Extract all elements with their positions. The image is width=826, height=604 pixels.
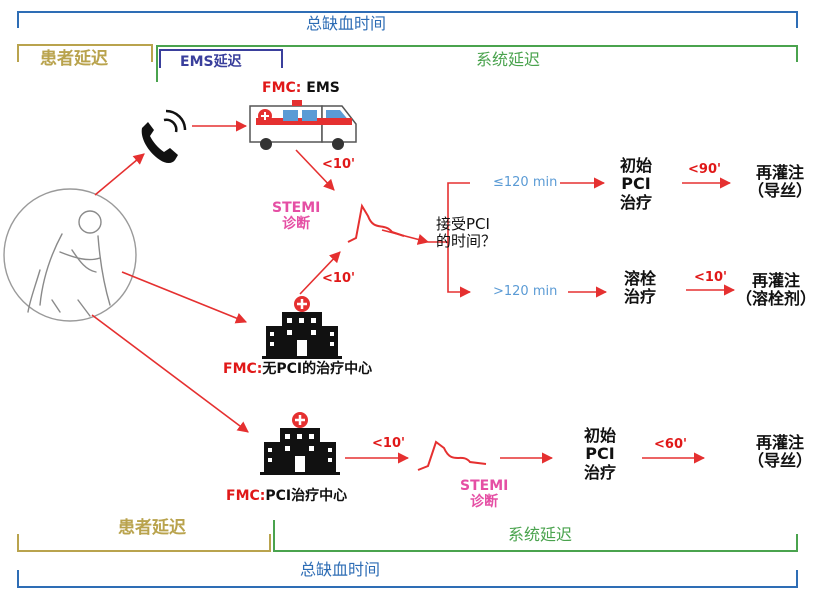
slow-thrombolysis: 溶栓治疗	[624, 269, 657, 307]
bottom-patient-label: 患者延迟	[118, 518, 186, 538]
hospital-icon	[260, 412, 340, 475]
bottom-patient-bracket	[17, 534, 271, 552]
ems-time-to-stemi: <10'	[322, 157, 355, 172]
pci-time-label: <60'	[654, 437, 687, 452]
bottom-system-label: 系统延迟	[508, 525, 573, 544]
branch-slow-label: >120 min	[493, 284, 558, 299]
pci-reperfusion: 再灌注（导丝）	[748, 433, 813, 471]
non-pci-center-label: FMC:无PCI的治疗中心	[223, 361, 373, 377]
ecg-waveform-icon	[347, 203, 405, 243]
hospital-icon	[262, 296, 342, 359]
flow-arrows	[91, 120, 736, 464]
ambulance-icon	[249, 100, 357, 150]
fast-reperfusion: 再灌注（导丝）	[748, 163, 813, 201]
slow-time-label: <10'	[694, 270, 727, 285]
bottom-total-bracket	[17, 570, 798, 588]
bottom-total-label: 总缺血时间	[300, 560, 381, 579]
fast-time-label: <90'	[688, 162, 721, 177]
fmc-ems-label: FMC: EMS	[262, 80, 340, 96]
top-patient-label: 患者延迟	[40, 49, 108, 69]
top-patient-bracket	[17, 44, 153, 62]
patient-chest-pain-icon	[3, 188, 137, 322]
bottom-system-bracket	[273, 520, 798, 552]
pci-center-label: FMC:PCI治疗中心	[226, 488, 348, 504]
branch-fast-label: ≤120 min	[493, 175, 558, 190]
top-total-bracket	[17, 11, 798, 28]
top-ems-bracket	[159, 49, 283, 68]
phone-icon	[141, 109, 187, 163]
top-system-bracket	[156, 45, 798, 82]
ecg-waveform-icon	[417, 440, 487, 471]
pci-time-to-ecg: <10'	[372, 436, 405, 451]
top-total-label: 总缺血时间	[306, 14, 387, 33]
slow-reperfusion: 再灌注（溶栓剂）	[736, 271, 817, 309]
top-system-label: 系统延迟	[476, 50, 541, 69]
top-ems-label: EMS延迟	[180, 54, 242, 70]
non-pci-time-to-stemi: <10'	[322, 271, 355, 286]
